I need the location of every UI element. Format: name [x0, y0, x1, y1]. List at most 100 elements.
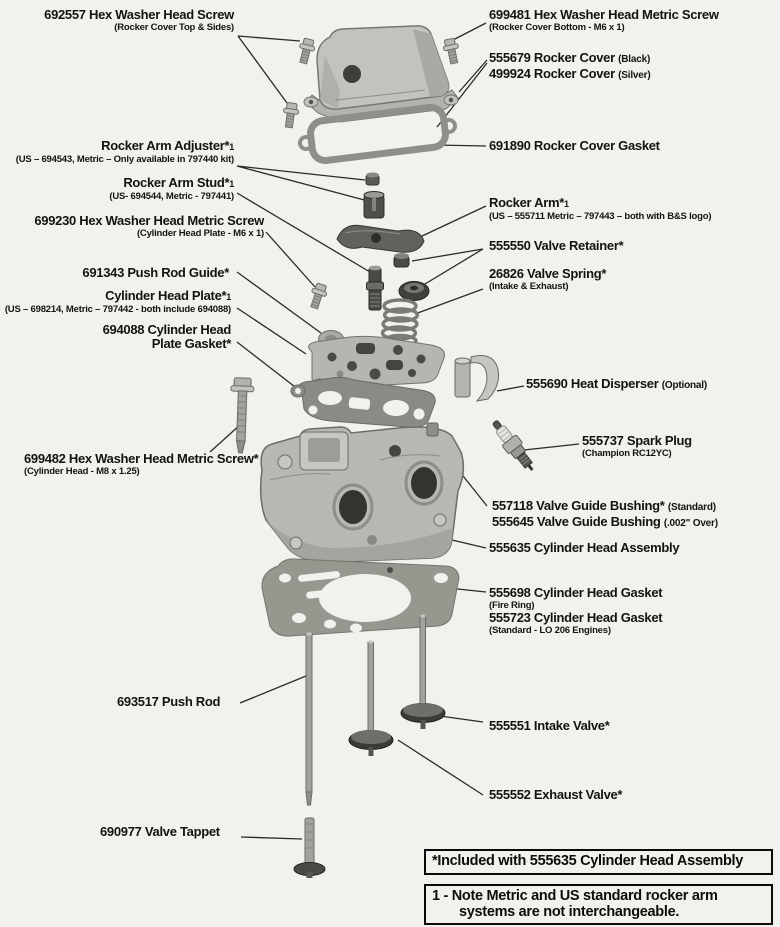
leader-heat-disperser — [496, 385, 525, 392]
part-number-title: 555635 Cylinder Head Assembly — [489, 540, 680, 555]
label-push-rod-guide: 691343 Push Rod Guide* — [82, 266, 229, 280]
part-number-title: 555737 Spark Plug — [582, 433, 692, 448]
part-number-title: 555551 Intake Valve* — [489, 718, 610, 733]
part-number-title: 555698 Cylinder Head Gasket — [489, 585, 663, 600]
leader-screw-699482 — [209, 423, 242, 453]
leader-cylinder-head-plate — [236, 307, 307, 355]
label-cylinder-head-plate: Cylinder Head Plate*1 (US – 698214, Metr… — [4, 289, 231, 316]
part-number-title: 499924 Rocker Cover (Silver) — [489, 66, 651, 82]
label-rocker-arm: Rocker Arm*1 (US – 555711 Metric – 79744… — [489, 195, 712, 223]
leader-rocker-arm-stud — [236, 192, 371, 273]
part-number-title: 555690 Heat Disperser (Optional) — [526, 376, 707, 392]
part-note: (Fire Ring) — [489, 600, 535, 611]
note-metric-warning: 1 - Note Metric and US standard rocker a… — [424, 884, 773, 925]
part-note: (US – 698214, Metric – 797442 - both inc… — [4, 304, 231, 315]
part-note: (Rocker Cover Bottom - M6 x 1) — [489, 22, 625, 33]
cover-screw-art-2 — [280, 101, 301, 129]
leader-rocker-arm — [419, 205, 487, 238]
note-text-line2: systems are not interchangeable. — [459, 903, 680, 920]
part-number-title: 692557 Hex Washer Head Screw — [44, 7, 234, 22]
part-number-title: 555679 Rocker Cover (Black) — [489, 50, 651, 66]
valve-spring-art — [380, 298, 420, 349]
cylinder-head-art — [259, 422, 465, 563]
push-rod-art — [305, 632, 313, 806]
label-screw-699230: 699230 Hex Washer Head Metric Screw (Cyl… — [34, 213, 264, 240]
valve-tappet-art — [293, 817, 326, 878]
part-number-title: Rocker Arm Stud*1 — [123, 175, 234, 190]
part-number-title: 699482 Hex Washer Head Metric Screw* — [24, 451, 259, 466]
label-screw-699482: 699482 Hex Washer Head Metric Screw* (Cy… — [24, 451, 259, 478]
label-cylinder-head-assembly: 555635 Cylinder Head Assembly — [489, 540, 680, 555]
label-plate-gasket: 694088 Cylinder Head Plate Gasket* — [102, 322, 232, 351]
leader-rocker-arm-adjuster — [236, 165, 369, 202]
label-cylinder-head-gasket: 555698 Cylinder Head Gasket (Fire Ring) … — [489, 585, 663, 637]
leader-exhaust-valve — [397, 739, 484, 796]
cylinder-head-gasket-art — [261, 558, 460, 637]
part-note: (US- 694544, Metric - 797441) — [109, 191, 234, 202]
leader-valve-spring — [414, 288, 484, 315]
label-valve-tappet: 690977 Valve Tappet — [100, 825, 220, 839]
spring-retainer-cap-art — [398, 281, 430, 301]
rocker-arm-art — [336, 224, 425, 253]
plate-gasket-art — [290, 376, 436, 428]
label-cover-gasket: 691890 Rocker Cover Gasket — [489, 139, 660, 153]
part-number-title: 555723 Cylinder Head Gasket — [489, 610, 663, 625]
label-spark-plug: 555737 Spark Plug (Champion RC12YC) — [582, 433, 692, 460]
note-text-line1: 1 - Note Metric and US standard rocker a… — [432, 888, 718, 904]
leader-cylinder-head-assembly — [451, 539, 487, 549]
part-note: (Intake & Exhaust) — [489, 281, 569, 292]
part-number-title: 557118 Valve Guide Bushing* (Standard) — [492, 498, 716, 514]
leader-push-rod — [239, 675, 307, 704]
part-note: (Rocker Cover Top & Sides) — [114, 22, 234, 33]
label-valve-spring: 26826 Valve Spring* (Intake & Exhaust) — [489, 266, 607, 293]
part-number-title: Rocker Arm*1 — [489, 195, 569, 210]
leader-intake-valve — [439, 715, 484, 723]
leader-screw-699230 — [265, 231, 316, 288]
intake-valve-art — [400, 614, 446, 729]
part-note: (US – 555711 Metric – 797443 – both with… — [489, 211, 712, 222]
part-note: (Standard - LO 206 Engines) — [489, 625, 611, 636]
leader-valve-retainer — [411, 248, 484, 288]
label-push-rod: 693517 Push Rod — [117, 695, 220, 709]
part-number-title: 691343 Push Rod Guide* — [82, 265, 229, 280]
rocker-arm-stud-top-art — [363, 191, 385, 219]
rocker-cover-gasket-art — [298, 103, 457, 165]
part-number-title: 26826 Valve Spring* — [489, 266, 607, 281]
leader-spark-plug — [523, 443, 580, 451]
label-heat-disperser: 555690 Heat Disperser (Optional) — [526, 377, 707, 393]
leader-screw-692557 — [237, 35, 301, 104]
part-note: (Cylinder Head - M8 x 1.25) — [24, 466, 140, 477]
part-note: (US – 694543, Metric – Only available in… — [15, 154, 234, 165]
part-note: (Champion RC12YC) — [582, 448, 672, 459]
label-valve-retainer: 555550 Valve Retainer* — [489, 238, 624, 253]
label-rocker-arm-stud: Rocker Arm Stud*1 (US- 694544, Metric - … — [109, 175, 234, 203]
rocker-cover-art — [303, 25, 459, 123]
part-number-title: Rocker Arm Adjuster*1 — [101, 138, 234, 153]
note-text: *Included with 555635 Cylinder Head Asse… — [432, 853, 744, 869]
spark-plug-art — [492, 420, 534, 471]
leader-plate-gasket — [236, 341, 300, 391]
part-number-title: 555552 Exhaust Valve* — [489, 787, 623, 802]
label-screw-692557: 692557 Hex Washer Head Screw (Rocker Cov… — [44, 7, 234, 34]
plate-screw-art — [306, 281, 330, 311]
leader-valve-tappet — [240, 836, 303, 840]
head-bolt-art — [230, 377, 255, 454]
part-number-title: 699230 Hex Washer Head Metric Screw — [34, 213, 264, 228]
part-number-title: 694088 Cylinder Head — [102, 322, 232, 337]
part-number-title: 555550 Valve Retainer* — [489, 238, 624, 253]
valve-retainer-art — [393, 253, 410, 268]
note-included-with-assembly: *Included with 555635 Cylinder Head Asse… — [424, 849, 773, 875]
label-valve-guide-bushing: 557118 Valve Guide Bushing* (Standard) 5… — [492, 499, 718, 531]
label-rocker-arm-adjuster: Rocker Arm Adjuster*1 (US – 694543, Metr… — [15, 138, 235, 166]
part-number-title: 693517 Push Rod — [117, 694, 221, 709]
label-intake-valve: 555551 Intake Valve* — [489, 719, 610, 733]
rocker-arm-adjuster-art — [365, 172, 380, 186]
part-number-title: Plate Gasket* — [151, 336, 232, 351]
exhaust-valve-art — [348, 640, 394, 756]
leader-screw-699481 — [452, 22, 487, 41]
leader-push-rod-guide — [236, 271, 322, 334]
part-note: (Cylinder Head Plate - M6 x 1) — [136, 228, 264, 239]
label-screw-699481: 699481 Hex Washer Head Metric Screw (Roc… — [489, 8, 719, 34]
part-number-title: 555645 Valve Guide Bushing (.002" Over) — [492, 514, 718, 530]
